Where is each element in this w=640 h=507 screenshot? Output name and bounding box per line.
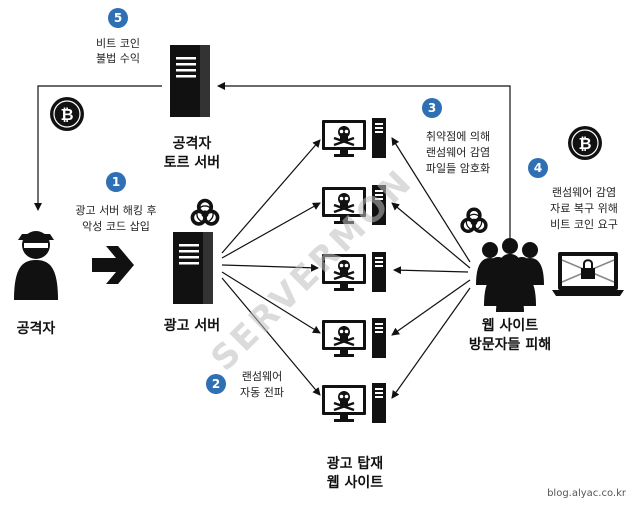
visitors-crowd-icon <box>476 238 544 312</box>
arrow-visitors-pc3 <box>393 266 469 275</box>
svg-text:₿: ₿ <box>578 134 591 153</box>
step-4-text-line3: 비트 코인 요구 <box>550 218 618 231</box>
arrow-visitors-pc2 <box>391 202 471 269</box>
arrow-visitors-tor <box>217 82 511 240</box>
bitcoin-icon-left: ₿ <box>50 97 84 131</box>
bitcoin-icon-right: ₿ <box>568 126 602 160</box>
ad-sites-label-line1: 광고 탑재 <box>327 455 383 472</box>
arrow-visitors-pc1 <box>391 137 471 263</box>
step-1-text-line2: 악성 코드 삽입 <box>82 220 150 233</box>
visitors-label-line2: 방문자들 피해 <box>469 336 551 353</box>
infected-pc-icon-4 <box>320 316 388 360</box>
infected-pc-icon-1 <box>320 116 388 160</box>
step-4-circle <box>528 158 548 178</box>
step-3-text-line1: 취약점에 의해 <box>426 129 490 143</box>
ad-server-biohazard-icon <box>190 198 220 226</box>
step-2-text-line2: 자동 전파 <box>240 386 284 399</box>
step-1-circle <box>106 172 126 192</box>
arrow-adserver-pc4 <box>221 271 321 334</box>
watermark: SERVERMON <box>203 161 421 379</box>
tor-server-label-line1: 공격자 <box>173 135 212 152</box>
step-2-circle <box>206 374 226 394</box>
tor-server-label-line2: 토르 서버 <box>164 154 220 171</box>
arrow-adserver-pc2 <box>221 202 321 259</box>
step-2-text-line1: 랜섬웨어 <box>242 370 282 383</box>
step-4-text-line1: 랜섬웨어 감염 <box>552 186 616 199</box>
arrow-adserver-pc3 <box>221 263 319 272</box>
step-2-number: 2 <box>212 377 220 391</box>
arrow-adserver-pc1 <box>221 139 321 254</box>
step-5-text-line1: 비트 코인 <box>96 37 140 50</box>
step-3-text-line3: 파일들 암호화 <box>426 161 490 175</box>
svg-text:₿: ₿ <box>60 105 73 124</box>
arrow-visitors-pc4 <box>391 279 471 336</box>
ad-sites-label-line2: 웹 사이트 <box>327 474 384 491</box>
ad-server-icon <box>173 232 213 304</box>
arrow-adserver-pc5 <box>221 277 321 396</box>
step-5-number: 5 <box>114 11 122 25</box>
big-arrow-attacker-to-adserver <box>92 246 134 284</box>
step-5-circle <box>108 8 128 28</box>
attacker-label: 공격자 <box>17 320 56 337</box>
step-3-number: 3 <box>428 101 436 115</box>
visitors-biohazard-icon <box>460 207 488 234</box>
step-3-text-line2: 랜섬웨어 감염 <box>426 146 490 159</box>
ad-server-label: 광고 서버 <box>164 317 220 334</box>
step-1-number: 1 <box>112 175 120 189</box>
flow-arrows <box>34 82 511 399</box>
visitors-label-line1: 웹 사이트 <box>482 317 539 334</box>
step-4-number: 4 <box>534 161 542 175</box>
step-5-text-line2: 불법 수익 <box>96 52 140 65</box>
locked-laptop-icon <box>552 252 624 296</box>
step-3-circle <box>422 98 442 118</box>
arrow-visitors-pc5 <box>391 287 471 399</box>
step-4-text-line2: 자료 복구 위해 <box>550 201 618 215</box>
arrow-tor-attacker <box>34 85 162 211</box>
step-1-text-line1: 광고 서버 해킹 후 <box>75 203 156 217</box>
attacker-figure-icon <box>14 231 58 300</box>
tor-server-icon <box>170 45 210 117</box>
infected-pc-icon-5 <box>320 381 388 425</box>
credit-text: blog.alyac.co.kr <box>547 488 627 499</box>
